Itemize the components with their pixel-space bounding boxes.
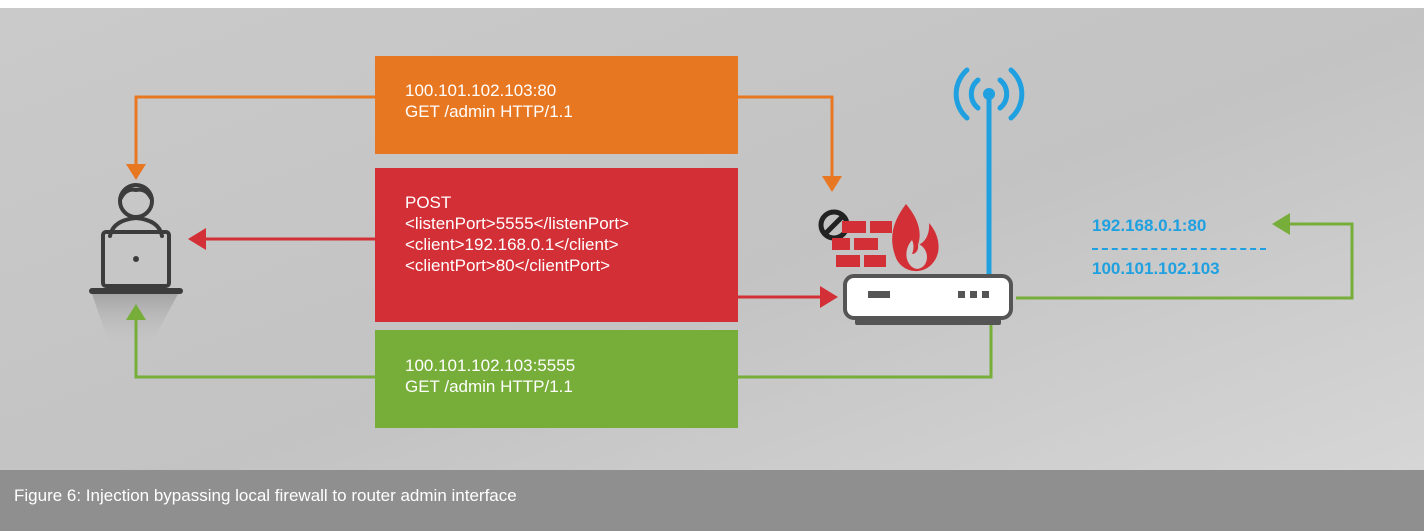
injection-line-client: <client>192.168.0.1</client>: [405, 235, 619, 254]
request-line-method: GET /admin HTTP/1.1: [405, 102, 573, 121]
nat-local-address: 192.168.0.1:80: [1092, 216, 1207, 235]
forwarded-line-address: 100.101.102.103:5555: [405, 356, 576, 375]
firewall-flame-core: [906, 240, 927, 269]
forwarded-line-method: GET /admin HTTP/1.1: [405, 377, 573, 396]
router-icon: [843, 274, 1013, 325]
injection-line-client-port: <clientPort>80</clientPort>: [405, 256, 611, 275]
nat-divider: [1092, 248, 1266, 250]
red-arrowhead-router: [820, 286, 838, 308]
orange-arrowhead-user: [126, 164, 146, 180]
figure-caption: Figure 6: Injection bypassing local fire…: [14, 486, 517, 505]
forwarded-box: 100.101.102.103:5555 GET /admin HTTP/1.1: [375, 330, 738, 428]
injection-box: POST <listenPort>5555</listenPort> <clie…: [375, 168, 738, 322]
request-line-address: 100.101.102.103:80: [405, 81, 557, 100]
green-forward-path: [134, 222, 1354, 379]
green-arrowhead-user: [126, 304, 146, 320]
injection-line-listen-port: <listenPort>5555</listenPort>: [405, 214, 629, 233]
diagram-canvas: 100.101.102.103:80 GET /admin HTTP/1.1 P…: [0, 8, 1424, 470]
injection-line-method: POST: [405, 193, 452, 212]
diagram-svg: [89, 67, 1354, 379]
red-arrowhead-user: [188, 228, 206, 250]
wifi-signal-icon: [953, 67, 1025, 283]
orange-arrowhead-firewall: [822, 176, 842, 192]
wifi-antenna-dot: [983, 88, 995, 100]
nat-public-address: 100.101.102.103: [1092, 259, 1220, 278]
caption-bar: Figure 6: Injection bypassing local fire…: [0, 470, 1424, 531]
user-laptop-icon: [89, 183, 183, 294]
red-injection-path: [204, 237, 822, 299]
green-arrowhead-nat: [1272, 213, 1290, 235]
orange-request-path: [134, 95, 834, 178]
firewall-icon: [832, 204, 939, 272]
request-box: 100.101.102.103:80 GET /admin HTTP/1.1: [375, 56, 738, 154]
